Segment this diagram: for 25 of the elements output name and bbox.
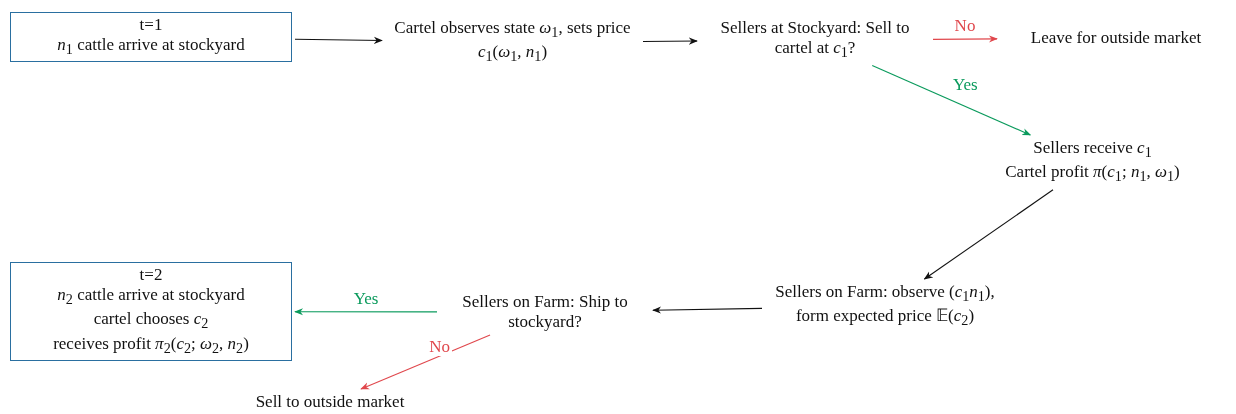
arrow <box>871 64 1032 136</box>
step-text: Cartel observes state ω$_{1}$, sets price c$_{1}$(ω$_{1}$, n$_{1}$) <box>393 18 632 67</box>
step-text: receives profit π$_{2}$(c$_{2}$; ω$_{2}$, n$_{2}$) <box>52 333 250 359</box>
arrow <box>652 306 763 314</box>
step-text: Sellers on Farm: observe (c$_{1}$n$_{1}$), form expected price 𝔼(c$_{2}$) <box>774 282 996 331</box>
step-text: cartel chooses c$_{2}$ <box>92 309 210 334</box>
arrow <box>642 37 698 45</box>
step-text: n$_{1}$ cattle arrive at stockyard <box>56 35 246 60</box>
step-text: n$_{2}$ cattle arrive at stockyard <box>56 285 246 310</box>
stage-box <box>10 262 292 362</box>
stage-box <box>10 12 292 63</box>
edge-label: No <box>427 338 452 356</box>
step-text: Sell to outside market <box>254 392 406 412</box>
step-text: Sellers at Stockyard: Sell to cartel at c$_{1}$? <box>719 18 911 63</box>
arrow <box>294 308 438 316</box>
arrow <box>294 36 383 44</box>
step-heading: Sellers receive c$_{1}$ <box>1032 138 1153 163</box>
arrow <box>360 334 491 390</box>
step-heading: t=1 <box>138 15 164 35</box>
arrow <box>923 189 1054 280</box>
step-text: Leave for outside market <box>1029 28 1203 48</box>
arrow <box>932 35 998 43</box>
step-text: Sellers on Farm: Ship to stockyard? <box>461 292 629 332</box>
step-text: Cartel profit π(c$_{1}$; n$_{1}$, ω$_{1}$) <box>1004 162 1181 187</box>
step-heading: t=2 <box>138 265 164 285</box>
